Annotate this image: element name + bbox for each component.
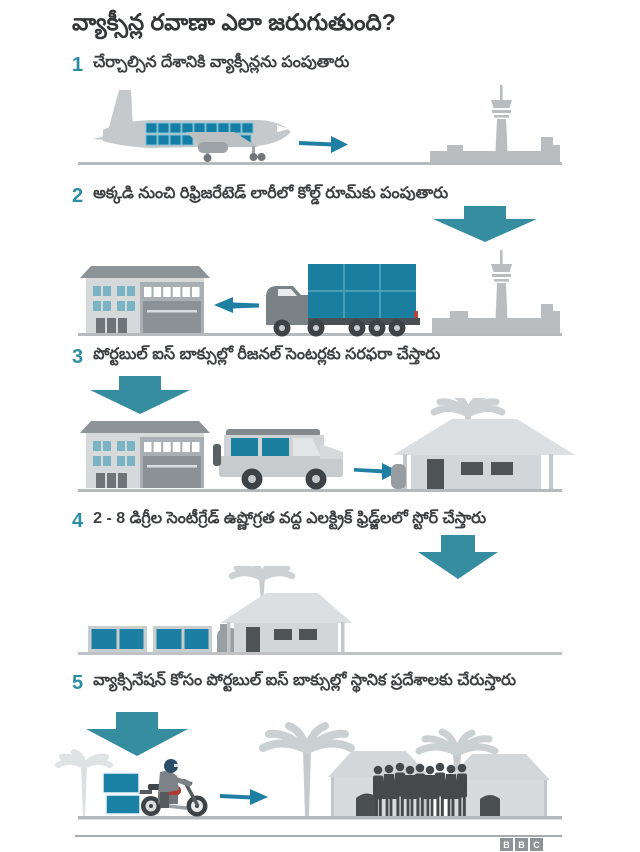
step-2-text: అక్కడి నుంచి రిఫ్రిజరేటెడ్ లారీలో కోల్డ్… [93, 185, 449, 202]
page-title: వ్యాక్సీన్ల రవాణా ఎలా జరుగుతుంది? [72, 9, 396, 35]
arrow-down-icon [90, 376, 190, 414]
step-5-number: 5 [72, 672, 84, 694]
fridge-icon [88, 626, 147, 652]
step-5: 5 వ్యాక్సినేషన్ కోసం పోర్టబుల్ ఐస్ బాక్స… [72, 671, 572, 695]
hut-icon [448, 754, 550, 816]
truck-icon [266, 264, 420, 337]
arrow-left-icon [214, 297, 259, 313]
step-4: 4 2 - 8 డిగ్రీల సెంటీగ్రేడ్ ఉష్ణోగ్రత వద… [72, 509, 572, 533]
people-queue-icon [373, 762, 467, 816]
arrow-right-icon [220, 789, 268, 805]
step-1: 1 చేర్చాల్సిన దేశానికి వ్యాక్సీన్లను పంప… [72, 53, 572, 77]
ground-line [78, 489, 562, 492]
motorcycle-icon [102, 759, 208, 817]
ground-line [78, 162, 562, 165]
bbc-logo-block: C [530, 838, 543, 851]
arrow-down-icon [418, 535, 498, 579]
step-4-text: 2 - 8 డిగ్రీల సెంటీగ్రేడ్ ఉష్ణోగ్రత వద్ద… [93, 510, 487, 527]
step-5-text: వ్యాక్సినేషన్ కోసం పోర్టబుల్ ఐస్ బాక్సుల… [93, 672, 516, 689]
airport-icon [432, 250, 560, 333]
ground-line [78, 652, 562, 655]
palm-tree-icon [228, 566, 296, 602]
arrow-right-icon [299, 136, 348, 153]
step-3-number: 3 [72, 346, 84, 368]
footer-divider [75, 835, 562, 837]
step-3: 3 పోర్టబుల్ ఐస్ బాక్సుల్లో రీజనల్ సెంటర్… [72, 345, 572, 369]
arrow-down-icon [433, 206, 537, 242]
palm-tree-icon [259, 722, 355, 816]
warehouse-icon [80, 266, 210, 333]
suv-scene [78, 398, 575, 492]
airplane-icon [93, 90, 291, 162]
bbc-logo-block: B [515, 838, 528, 851]
warehouse-icon [80, 421, 210, 488]
bbc-logo-block: B [500, 838, 513, 851]
arrow-right-icon [354, 463, 399, 480]
ground-line [78, 816, 562, 820]
step-4-number: 4 [72, 510, 84, 532]
bbc-logo: B B C [500, 838, 543, 851]
suv-icon [213, 429, 343, 490]
fridge-scene [78, 566, 562, 655]
step-2: 2 అక్కడి నుంచి రిఫ్రిజరేటెడ్ లారీలో కోల్… [72, 184, 572, 208]
house-icon [220, 593, 352, 652]
step-2-number: 2 [72, 185, 84, 207]
fridge-icon [153, 626, 212, 652]
motorbike-scene [55, 722, 562, 820]
step-3-text: పోర్టబుల్ ఐస్ బాక్సుల్లో రీజనల్ సెంటర్లక… [93, 346, 441, 363]
airport-icon [430, 85, 560, 162]
airplane-scene [78, 85, 562, 165]
arrow-down-icon [86, 712, 188, 756]
truck-scene [78, 250, 562, 337]
step-1-number: 1 [72, 54, 84, 76]
palm-tree-icon [55, 749, 113, 816]
step-1-text: చేర్చాల్సిన దేశానికి వ్యాక్సీన్లను పంపుత… [93, 54, 350, 71]
house-icon [391, 419, 575, 489]
